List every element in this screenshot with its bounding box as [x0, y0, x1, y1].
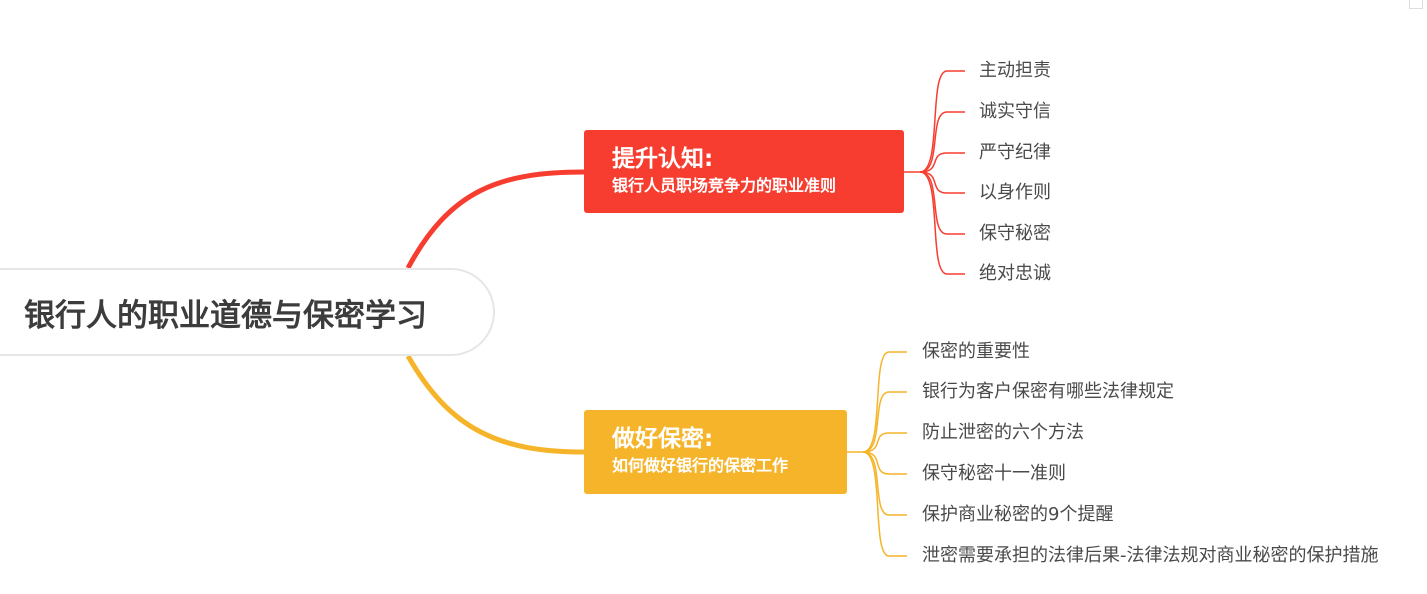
- branch-title: 做好保密:: [612, 426, 714, 452]
- leaf-connector: [919, 70, 965, 173]
- leaf-node[interactable]: 保守秘密十一准则: [922, 463, 1066, 484]
- leaf-node[interactable]: 绝对忠诚: [979, 263, 1051, 284]
- leaf-node[interactable]: 防止泄密的六个方法: [922, 422, 1084, 443]
- branch-node-confidentiality[interactable]: 做好保密: 如何做好银行的保密工作: [584, 410, 847, 494]
- leaf-connector: [919, 171, 965, 194]
- root-node[interactable]: 银行人的职业道德与保密学习: [0, 268, 495, 356]
- leaf-connector: [862, 351, 907, 453]
- connector-root-to-branch-1: [405, 169, 585, 270]
- leaf-node[interactable]: 保守秘密: [979, 223, 1051, 244]
- leaf-node[interactable]: 严守纪律: [979, 142, 1051, 163]
- leaf-node[interactable]: 诚实守信: [979, 101, 1051, 122]
- leaf-node[interactable]: 银行为客户保密有哪些法律规定: [922, 381, 1174, 402]
- leaf-node[interactable]: 主动担责: [979, 60, 1051, 81]
- root-title: 银行人的职业道德与保密学习: [24, 297, 427, 334]
- leaf-node[interactable]: 以身作则: [979, 182, 1051, 203]
- leaf-connector: [919, 171, 965, 235]
- leaf-connector: [862, 391, 907, 453]
- leaf-connector: [919, 171, 965, 275]
- branch-node-awareness[interactable]: 提升认知: 银行人员职场竞争力的职业准则: [584, 130, 904, 213]
- leaf-node[interactable]: 保密的重要性: [922, 341, 1030, 362]
- branch-title: 提升认知:: [612, 146, 714, 172]
- leaf-connector: [919, 152, 965, 173]
- leaf-connector: [862, 451, 907, 557]
- branch-subtitle: 如何做好银行的保密工作: [612, 456, 789, 475]
- leaf-connector: [919, 111, 965, 173]
- leaf-connector: [862, 432, 907, 453]
- leaf-node[interactable]: 泄密需要承担的法律后果-法律法规对商业秘密的保护措施: [922, 545, 1379, 566]
- branch-subtitle: 银行人员职场竞争力的职业准则: [612, 176, 837, 195]
- leaf-connector: [862, 451, 907, 516]
- leaf-node[interactable]: 保护商业秘密的9个提醒: [922, 504, 1114, 525]
- scrollbar-corner[interactable]: [1409, 0, 1423, 9]
- leaf-connector: [862, 451, 907, 475]
- connector-root-to-branch-2: [405, 354, 585, 455]
